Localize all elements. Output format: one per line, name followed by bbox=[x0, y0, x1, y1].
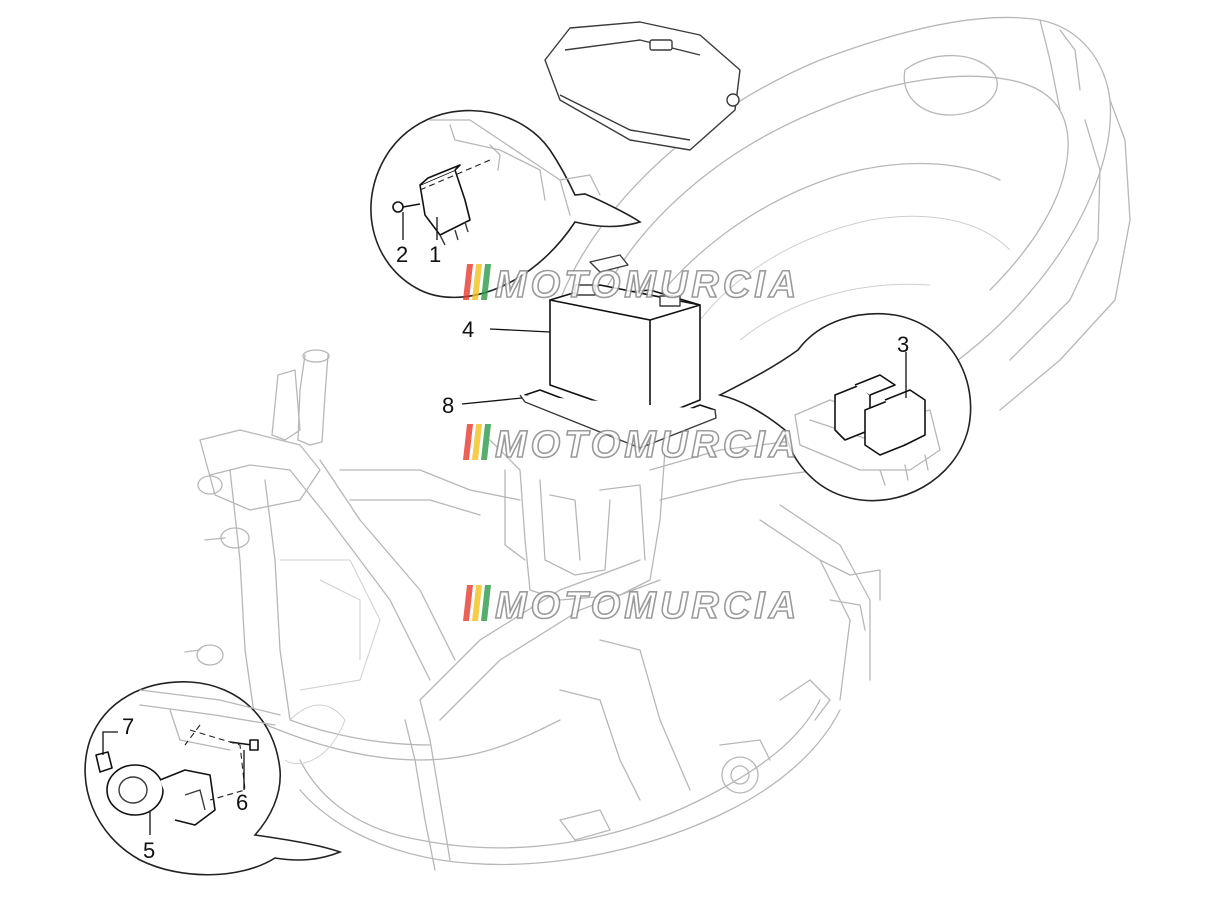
watermark-text: MOTOMURCIA bbox=[495, 585, 800, 627]
watermark-stripe bbox=[481, 264, 491, 300]
watermark-stripe bbox=[463, 585, 473, 621]
watermark-stripe bbox=[481, 424, 491, 460]
callout-4: 4 bbox=[462, 317, 474, 342]
leader-8 bbox=[461, 397, 523, 405]
battery-tray-part bbox=[519, 389, 717, 449]
watermark-stripe bbox=[463, 424, 473, 460]
callout-8: 8 bbox=[442, 393, 454, 418]
callout-3: 3 bbox=[897, 332, 909, 357]
horn-detail-bubble bbox=[84, 681, 343, 876]
watermark-stripe bbox=[463, 264, 473, 300]
watermark-logo: MOTOMURCIA bbox=[463, 263, 800, 307]
leader-4 bbox=[489, 328, 551, 333]
watermark-logo: MOTOMURCIA bbox=[463, 584, 800, 628]
leader-7 bbox=[102, 731, 118, 755]
watermark-stripe bbox=[472, 585, 482, 621]
electronic-cover-part bbox=[544, 21, 741, 151]
callout-labels: 1 2 3 4 5 6 7 8 bbox=[122, 242, 909, 863]
watermarks: MOTOMURCIA MOTOMURCIA MOTOMURCIA bbox=[463, 263, 800, 628]
watermark-stripe bbox=[472, 264, 482, 300]
watermark-stripe bbox=[472, 424, 482, 460]
callout-7: 7 bbox=[122, 714, 134, 739]
battery-part bbox=[549, 254, 701, 421]
callout-5: 5 bbox=[143, 838, 155, 863]
callout-leaders bbox=[102, 212, 907, 835]
watermark-text: MOTOMURCIA bbox=[495, 424, 800, 466]
watermark-logo: MOTOMURCIA bbox=[463, 423, 800, 467]
callout-2: 2 bbox=[396, 242, 408, 267]
callout-1: 1 bbox=[429, 242, 441, 267]
watermark-text: MOTOMURCIA bbox=[495, 264, 800, 306]
fuse-detail-bubble bbox=[717, 312, 972, 502]
relay-detail-bubble bbox=[370, 109, 642, 299]
watermark-stripe bbox=[481, 585, 491, 621]
callout-6: 6 bbox=[236, 790, 248, 815]
